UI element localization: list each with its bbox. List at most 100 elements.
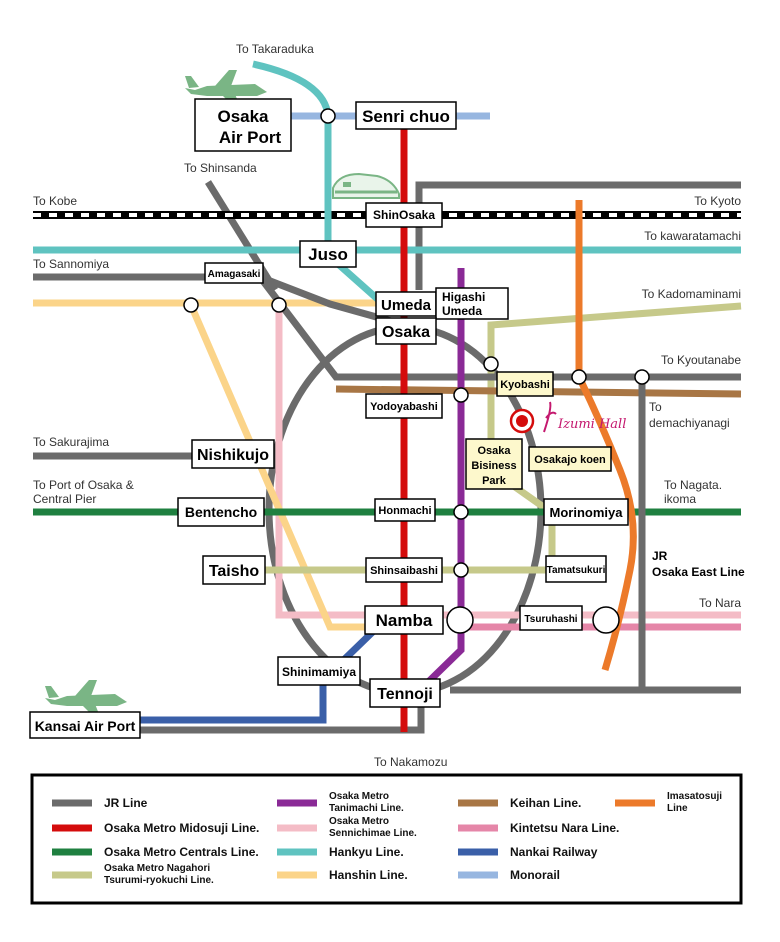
legend-label-nankai: Nankai Railway	[510, 845, 598, 859]
transfer-point	[271, 297, 287, 313]
station-label: Taisho	[209, 563, 260, 580]
transfer-point	[453, 387, 469, 403]
station-label: Bisiness	[471, 460, 516, 472]
station-morinomiya[interactable]: Morinomiya	[543, 498, 629, 526]
dest-port-2: Central Pier	[33, 492, 96, 506]
shinkansen-icon	[332, 172, 400, 199]
legend-label-jr: JR Line	[104, 796, 148, 810]
station-label: Bentencho	[185, 504, 257, 520]
station-label: Umeda	[442, 304, 482, 318]
transfer-point	[183, 297, 199, 313]
legend-label-imasatosuji: Line	[667, 803, 688, 814]
legend-label-nagahori: Tsurumi-ryokuchi Line.	[104, 875, 214, 886]
jr-kyoto-line	[33, 273, 406, 329]
station-osaka-air-port[interactable]: Osaka Air Port	[194, 98, 292, 152]
station-label: Tennoji	[377, 686, 433, 703]
station-umeda[interactable]: Umeda	[375, 291, 437, 317]
venue-marker[interactable]: Izumi Hall	[509, 401, 626, 434]
station-namba[interactable]: Namba	[364, 605, 444, 635]
transfer-point	[320, 108, 336, 124]
station-label: Amagasaki	[208, 269, 261, 280]
dest-demachiyanagi-1: To	[649, 400, 662, 414]
venue-location-dot	[516, 415, 528, 427]
station-label: Shinimamiya	[282, 665, 356, 679]
station-taisho[interactable]: Taisho	[202, 555, 266, 585]
station-yodoyabashi[interactable]: Yodoyabashi	[365, 393, 443, 419]
station-label: Nishikujo	[197, 447, 269, 464]
station-label: ShinOsaka	[373, 208, 435, 222]
legend-label-imasatosuji: Imasatosuji	[667, 791, 722, 802]
dest-sakurajima: To Sakurajima	[33, 435, 109, 449]
station-tamatsukuri[interactable]: Tamatsukuri	[545, 555, 607, 583]
station-tsuruhashi[interactable]: Tsuruhashi	[519, 605, 583, 631]
legend-label-sennichimae: Sennichimae Line.	[329, 828, 417, 839]
plane-icon	[45, 680, 127, 714]
transfer-point	[592, 606, 620, 634]
transfer-point	[446, 606, 474, 634]
dest-shinsanda: To Shinsanda	[184, 161, 257, 175]
station-label: Juso	[308, 245, 348, 264]
station-label: Honmachi	[378, 505, 431, 517]
station-label: Shinsaibashi	[370, 565, 438, 577]
station-tennoji[interactable]: Tennoji	[369, 678, 441, 708]
dest-nagata-2: ikoma	[664, 492, 696, 506]
station-shinimamiya[interactable]: Shinimamiya	[277, 656, 361, 686]
station-honmachi[interactable]: Honmachi	[374, 498, 436, 522]
station-shinsaibashi[interactable]: Shinsaibashi	[365, 557, 443, 583]
station-osaka-business-park[interactable]: Osaka Bisiness Park	[465, 438, 523, 490]
station-label: Osaka	[477, 445, 511, 457]
station-label: Air Port	[219, 128, 282, 147]
station-juso[interactable]: Juso	[299, 240, 357, 268]
station-label: Kansai Air Port	[35, 718, 136, 734]
station-label: Namba	[376, 611, 433, 630]
station-label: Osaka	[382, 324, 430, 341]
dest-kawaratamachi: To kawaratamachi	[644, 229, 741, 243]
transfer-point	[483, 356, 499, 372]
station-bentencho[interactable]: Bentencho	[177, 497, 265, 527]
legend-label-keihan: Keihan Line.	[510, 796, 581, 810]
station-label: Tsuruhashi	[524, 614, 577, 625]
station-senri-chuo[interactable]: Senri chuo	[355, 101, 457, 130]
jr-shinosaka-connector	[415, 181, 741, 290]
legend-label-chuo: Osaka Metro Centrals Line.	[104, 845, 259, 859]
station-label: Higashi	[442, 290, 485, 304]
station-amagasaki[interactable]: Amagasaki	[204, 262, 264, 284]
dest-nara: To Nara	[699, 596, 741, 610]
legend-label-hankyu: Hankyu Line.	[329, 845, 404, 859]
nankai-line	[140, 617, 388, 724]
legend-label-hanshin: Hanshin Line.	[329, 868, 408, 882]
station-label: Osakajo koen	[534, 454, 606, 466]
dest-nakamozu: To Nakamozu	[374, 755, 447, 769]
legend-label-sennichimae: Osaka Metro	[329, 816, 389, 827]
legend-label-nagahori: Osaka Metro Nagahori	[104, 863, 210, 874]
station-label: Morinomiya	[550, 505, 624, 520]
venue-logo-icon	[543, 401, 557, 433]
station-label: Tamatsukuri	[547, 565, 606, 576]
station-shin-osaka[interactable]: ShinOsaka	[365, 202, 443, 228]
transfer-point	[571, 369, 587, 385]
transfer-point	[453, 562, 469, 578]
station-nishikujo[interactable]: Nishikujo	[191, 439, 275, 469]
dest-nagata-1: To Nagata.	[664, 478, 722, 492]
jr-kyoutanabe-line	[257, 274, 741, 381]
dest-jr-east-1: JR	[652, 549, 668, 563]
station-kyobashi[interactable]: Kyobashi	[496, 371, 554, 397]
station-kansai-air-port[interactable]: Kansai Air Port	[29, 711, 141, 739]
station-label: Park	[482, 475, 507, 487]
transfer-points	[183, 108, 650, 634]
dest-port-1: To Port of Osaka &	[33, 478, 134, 492]
legend-label-monorail: Monorail	[510, 868, 560, 882]
station-label: Yodoyabashi	[370, 401, 438, 413]
station-higashi-umeda[interactable]: Higashi Umeda	[435, 287, 509, 320]
dest-demachiyanagi-2: demachiyanagi	[649, 416, 730, 430]
dest-kobe: To Kobe	[33, 194, 77, 208]
legend-label-tanimachi: Tanimachi Line.	[329, 803, 404, 814]
dest-kyoto: To Kyoto	[694, 194, 741, 208]
imasatosuji-line	[575, 200, 637, 672]
dest-takaraduka: To Takaraduka	[236, 42, 314, 56]
station-osaka[interactable]: Osaka	[375, 317, 437, 345]
station-osakajo-koen[interactable]: Osakajo koen	[528, 446, 612, 472]
